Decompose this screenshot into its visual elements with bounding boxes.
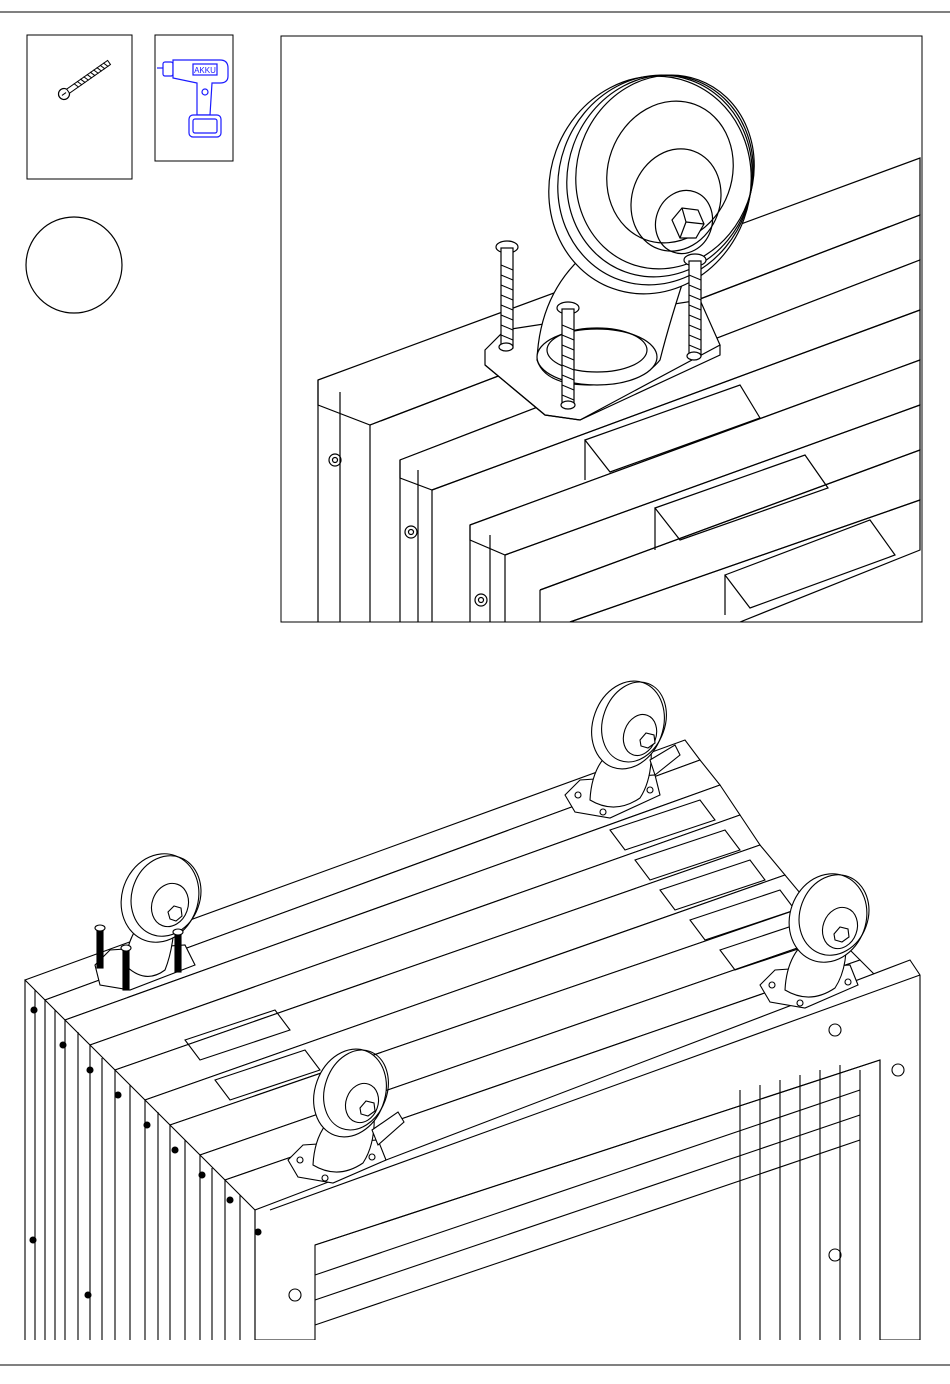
drill-label: AKKU <box>194 66 216 75</box>
frame-stack <box>25 740 920 1340</box>
screw-box <box>27 35 132 179</box>
detail-view <box>281 36 922 622</box>
drill-box: AKKU <box>155 35 233 161</box>
quantity-circle-icon <box>26 217 122 313</box>
overview-view <box>25 671 920 1340</box>
